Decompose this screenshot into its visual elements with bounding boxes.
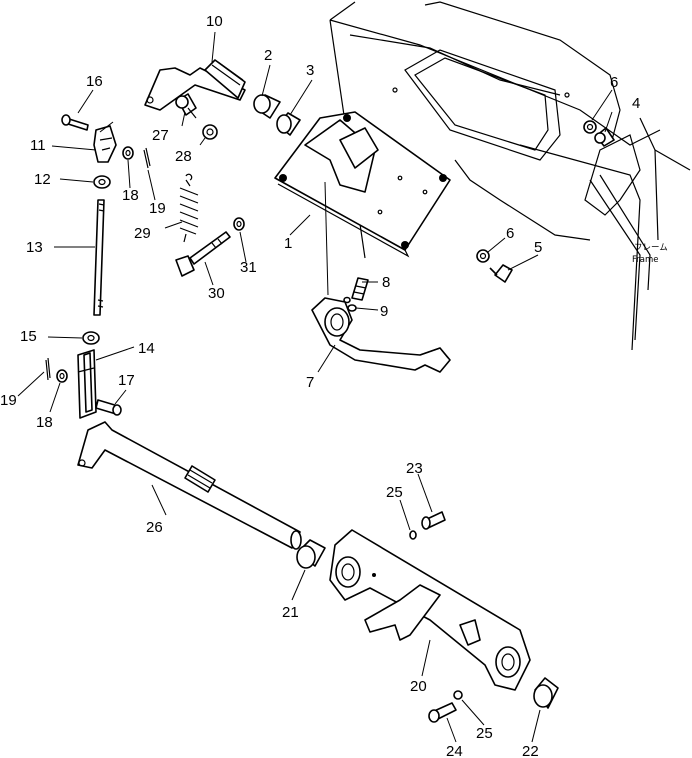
bushing-2: [253, 94, 281, 119]
nut-6-upper: [583, 120, 597, 134]
callout-26: 26: [146, 519, 163, 536]
callout-18-upper: 18: [122, 187, 139, 204]
washer-25-lower: [453, 690, 463, 700]
callout-24: 24: [446, 743, 463, 758]
nut-28: [202, 124, 218, 140]
callout-29: 29: [134, 225, 151, 242]
callout-4: 4: [632, 95, 640, 112]
washer-18-upper: [122, 146, 134, 160]
callout-16: 16: [86, 73, 103, 90]
bolt-4: [594, 127, 615, 147]
callout-1: 1: [284, 235, 292, 252]
bolt-24: [428, 702, 457, 723]
callout-17: 17: [118, 372, 135, 389]
callout-9: 9: [380, 303, 388, 320]
callout-21: 21: [282, 604, 299, 621]
callout-18-lower: 18: [36, 414, 53, 431]
callout-8: 8: [382, 274, 390, 291]
nut-31: [233, 217, 245, 231]
callout-5: 5: [534, 239, 542, 256]
washer-18-lower: [56, 369, 68, 383]
callout-3: 3: [306, 62, 314, 79]
long-shaft: [77, 421, 302, 550]
callout-23: 23: [406, 460, 423, 477]
callout-22: 22: [522, 743, 539, 758]
bolt-8: [351, 277, 369, 301]
frame-label-jp: フレーム: [634, 243, 668, 253]
bushing-3: [276, 112, 301, 136]
callout-25-upper: 25: [386, 484, 403, 501]
lower-bracket: [329, 529, 531, 691]
spring: [179, 173, 199, 243]
callout-13: 13: [26, 239, 43, 256]
leader-lines: [17, 31, 613, 743]
bushing-21: [296, 539, 326, 569]
bolt-16: [61, 114, 89, 131]
callout-27: 27: [152, 127, 169, 144]
clevis-lower: [77, 349, 97, 419]
callout-14: 14: [138, 340, 155, 357]
callout-6-upper: 6: [610, 74, 618, 91]
frame-structure: [329, 1, 691, 351]
lever-shaft: [144, 59, 246, 111]
bolt-5: [489, 264, 513, 283]
callout-19-lower: 19: [0, 392, 17, 409]
callout-28: 28: [175, 148, 192, 165]
eye-bolt: [175, 231, 231, 277]
callout-2: 2: [264, 47, 272, 64]
callout-6-lower: 6: [506, 225, 514, 242]
pin-17: [95, 399, 122, 416]
clevis-upper: [93, 125, 117, 163]
rod: [93, 199, 105, 316]
bolt-23: [421, 511, 446, 530]
callout-15: 15: [20, 328, 37, 345]
bolt-27: [175, 93, 197, 119]
washer-25-upper: [409, 530, 417, 540]
pedal: [311, 297, 451, 373]
callout-20: 20: [410, 678, 427, 695]
callout-30: 30: [208, 285, 225, 302]
bracket-plate: [274, 111, 451, 258]
nut-6-lower: [476, 249, 490, 263]
callout-19-upper: 19: [149, 200, 166, 217]
callout-7: 7: [306, 374, 314, 391]
callout-25-lower: 25: [476, 725, 493, 742]
nut-15: [82, 331, 100, 345]
callout-11: 11: [30, 137, 46, 154]
callout-31: 31: [240, 259, 257, 276]
callout-12: 12: [34, 171, 51, 188]
frame-label-en: Frame: [632, 255, 658, 265]
bushing-22: [533, 677, 559, 709]
pin-19-lower: [45, 357, 51, 381]
callout-10: 10: [206, 13, 223, 30]
nut-12: [93, 175, 111, 189]
pin-19-upper: [143, 147, 151, 169]
